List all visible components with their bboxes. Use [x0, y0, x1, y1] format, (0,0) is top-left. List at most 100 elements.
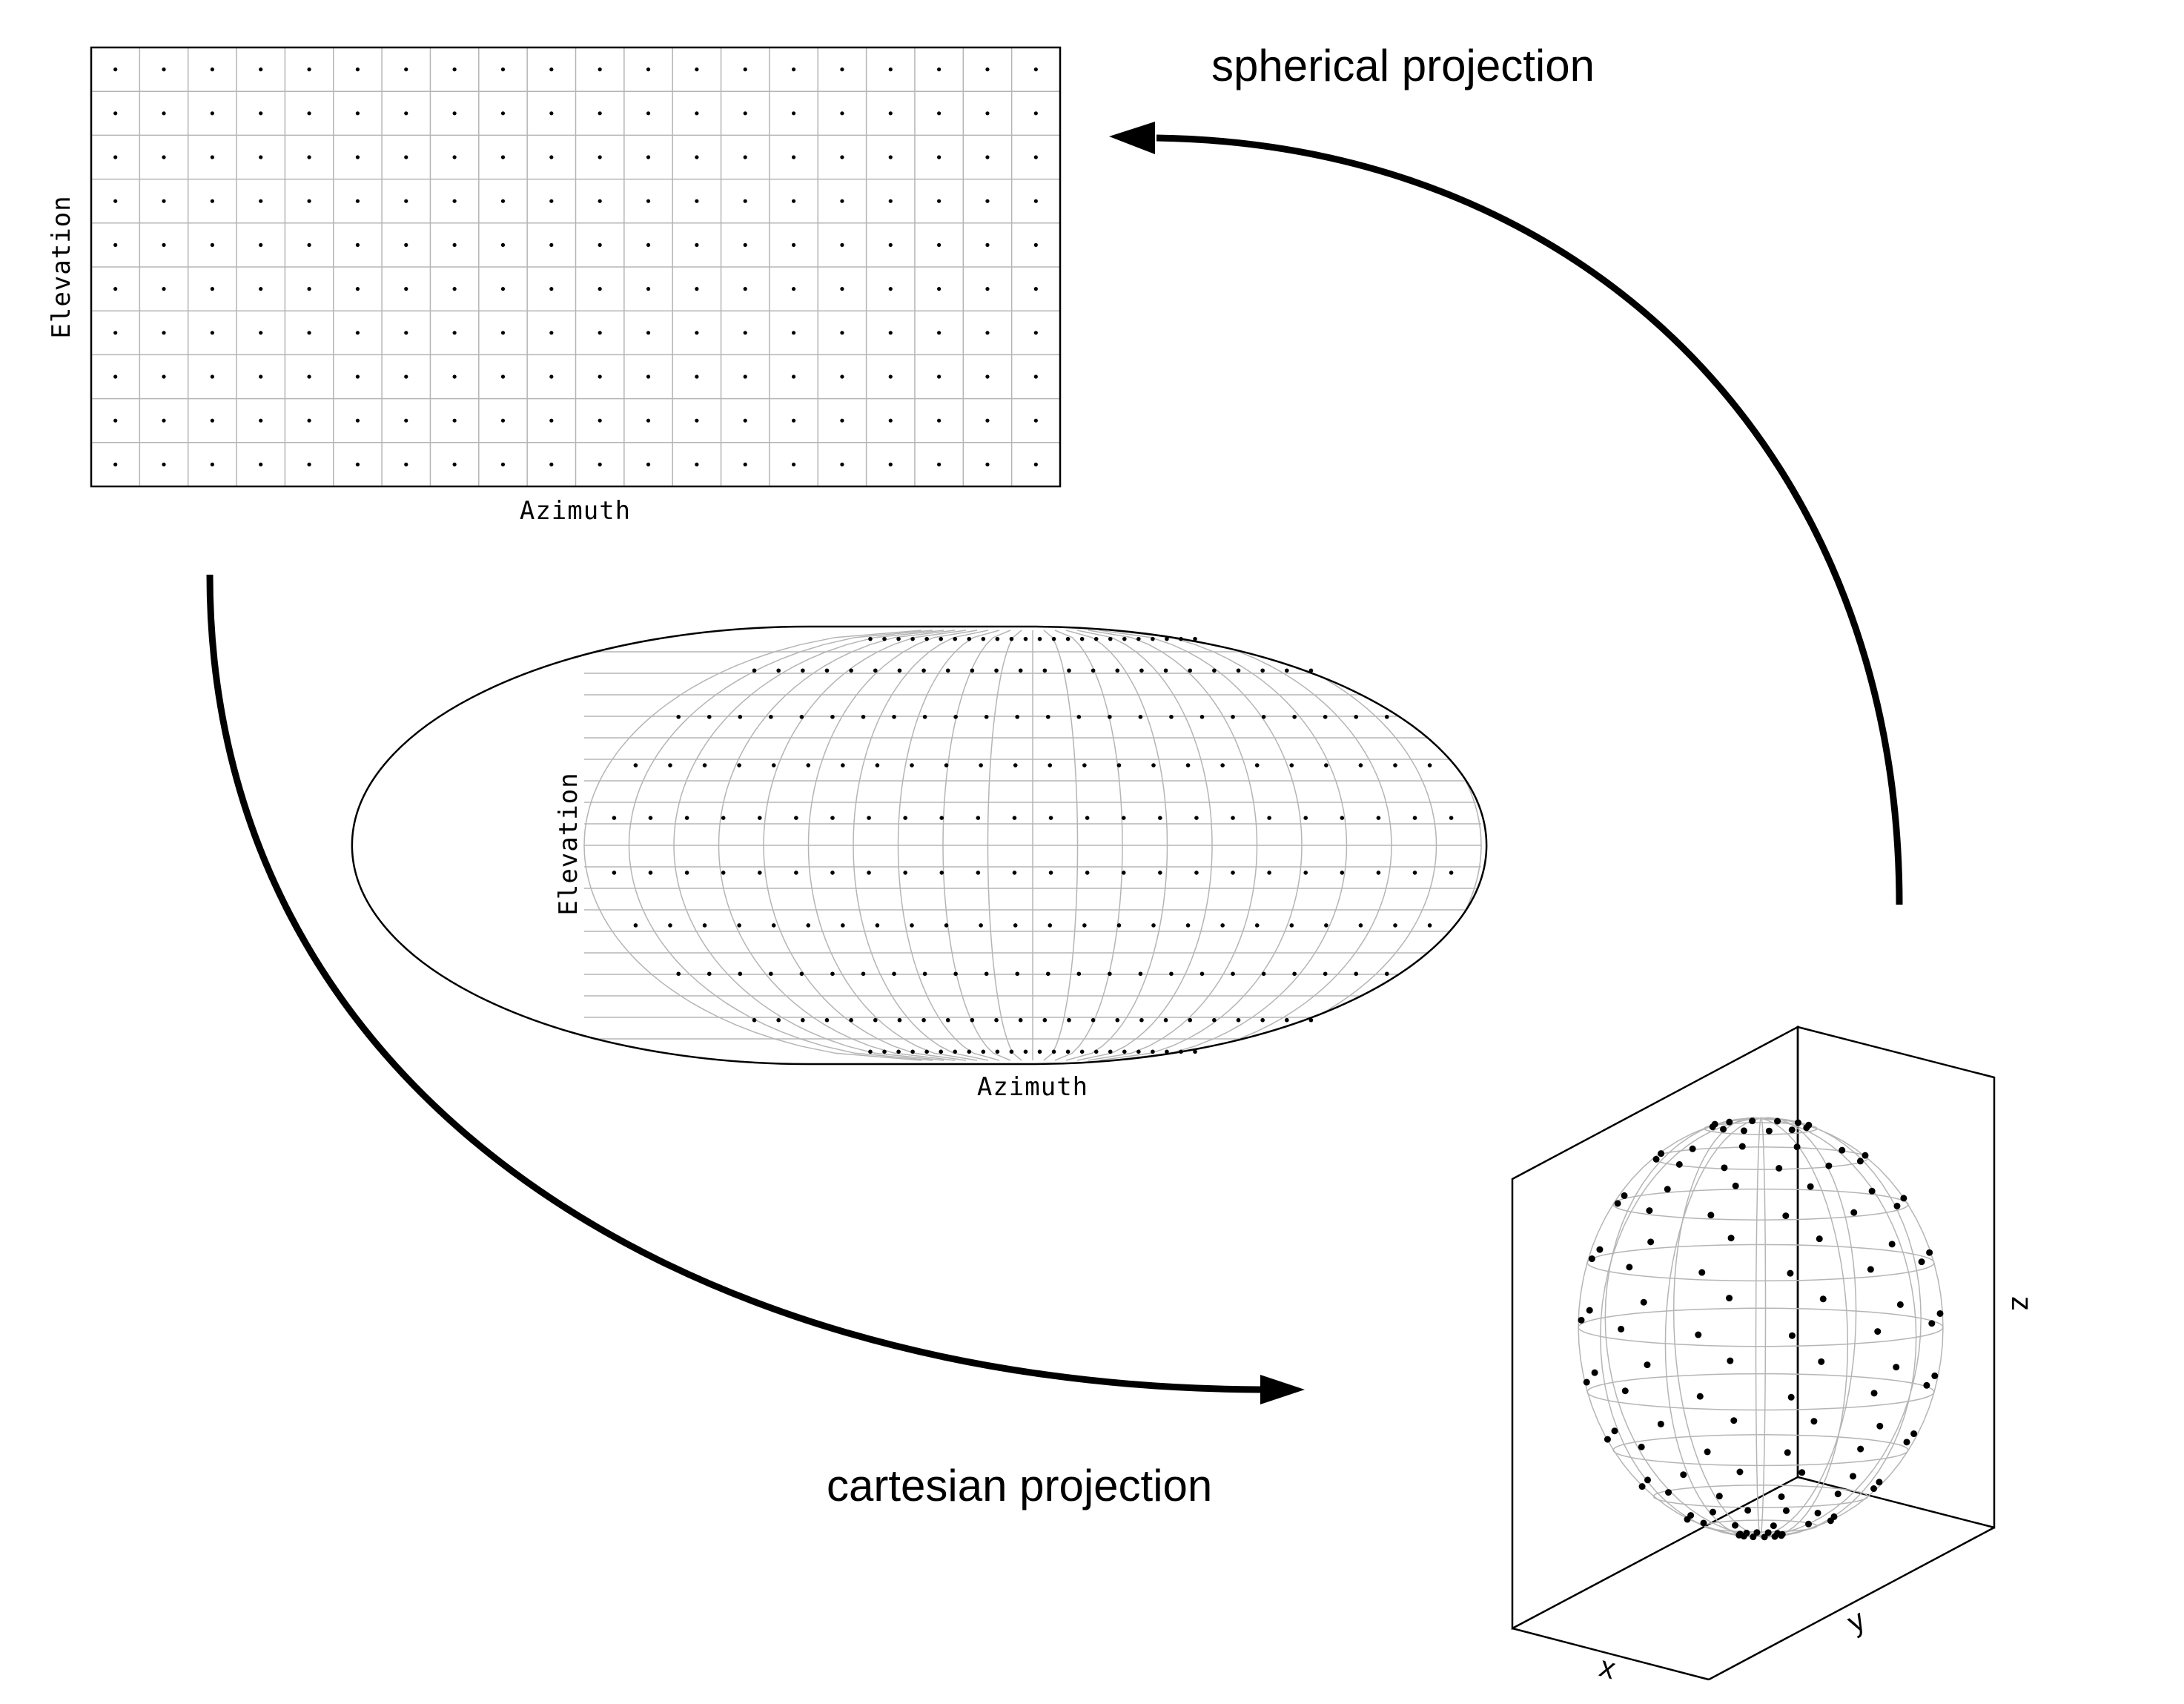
grid-point — [307, 418, 311, 423]
map-point — [1323, 714, 1328, 719]
map-point — [707, 971, 712, 977]
grid-point — [840, 111, 844, 116]
map-point — [1427, 923, 1432, 928]
sphere-point — [1834, 1490, 1841, 1498]
grid-point — [985, 242, 990, 247]
map-point — [984, 971, 989, 977]
map-point — [612, 871, 617, 875]
map-point — [757, 871, 762, 875]
grid-point — [743, 111, 747, 116]
grid-point — [355, 331, 360, 335]
map-point — [979, 923, 983, 928]
grid-point — [355, 155, 360, 159]
grid-point — [355, 199, 360, 203]
grid-point — [307, 155, 311, 159]
grid-point — [307, 242, 311, 247]
map-point — [776, 668, 781, 673]
ellipse-map-points — [612, 636, 1454, 1054]
map-point — [892, 971, 896, 977]
meridian-line — [1054, 630, 1123, 1061]
map-point — [849, 1017, 853, 1023]
map-point — [684, 816, 689, 820]
meridian-line — [1132, 630, 1437, 1061]
map-point — [984, 714, 989, 719]
sphere-point — [1591, 1369, 1598, 1376]
sphere-point — [1816, 1235, 1823, 1243]
sphere-point — [1825, 1162, 1833, 1169]
sphere-point — [1936, 1310, 1944, 1317]
map-point — [976, 871, 981, 875]
grid-point — [1033, 374, 1038, 379]
grid-point — [549, 111, 554, 116]
map-point — [806, 763, 811, 767]
grid-point — [598, 111, 602, 116]
sphere-point — [1788, 1332, 1796, 1339]
map-point — [867, 871, 871, 875]
sphere-point — [1644, 1361, 1651, 1369]
map-point — [970, 1017, 975, 1023]
grid-point — [646, 287, 651, 291]
map-point — [1165, 636, 1169, 641]
grid-point — [210, 155, 214, 159]
map-point — [1013, 763, 1018, 767]
sphere-point — [1778, 1493, 1785, 1500]
sphere-point — [1726, 1118, 1733, 1126]
map-point — [910, 636, 915, 641]
sphere-point — [1807, 1183, 1814, 1190]
map-point — [633, 923, 638, 928]
meridian-line — [628, 630, 933, 1061]
sphere-point — [1700, 1519, 1707, 1527]
map-point — [1158, 871, 1162, 875]
grid-point — [646, 418, 651, 423]
sphere-point — [1764, 1529, 1772, 1536]
map-point — [1037, 636, 1042, 641]
grid-point — [259, 331, 263, 335]
sphere-point — [1814, 1509, 1821, 1516]
grid-point — [549, 287, 554, 291]
sphere-meridian — [1664, 1117, 1761, 1538]
map-point — [1012, 871, 1017, 875]
grid-point — [259, 67, 263, 72]
map-point — [868, 1049, 873, 1054]
map-point — [1116, 923, 1122, 928]
grid-point — [113, 462, 118, 467]
grid-point — [452, 242, 457, 247]
grid-point — [452, 199, 457, 203]
grid-point — [1033, 287, 1038, 291]
map-point — [892, 714, 896, 719]
map-point — [1085, 871, 1090, 875]
map-point — [1138, 971, 1143, 977]
grid-point — [840, 242, 844, 247]
grid-point — [888, 418, 893, 423]
grid-map-points — [113, 67, 1038, 467]
meridian-line — [1099, 630, 1303, 1061]
sphere-point — [1761, 1533, 1768, 1541]
grid-point — [695, 242, 699, 247]
map-point — [1254, 923, 1260, 928]
sphere-point — [1771, 1533, 1778, 1540]
grid-point — [598, 374, 602, 379]
grid-point — [743, 155, 747, 159]
sphere-point — [1805, 1121, 1813, 1129]
map-point — [684, 871, 689, 875]
grid-point — [210, 287, 214, 291]
grid-point — [743, 418, 747, 423]
grid-point — [791, 374, 796, 379]
meridian-line — [942, 630, 1011, 1061]
grid-point — [888, 374, 893, 379]
sphere-point — [1857, 1445, 1864, 1453]
map-point — [1199, 971, 1205, 977]
sphere-point — [1794, 1119, 1801, 1126]
grid-point — [840, 374, 844, 379]
grid-point — [259, 287, 263, 291]
grid-point — [937, 155, 942, 159]
map-point — [830, 971, 835, 977]
grid-map-xlabel: Azimuth — [520, 496, 631, 526]
sphere-point — [1626, 1264, 1633, 1271]
map-point — [1018, 1017, 1023, 1023]
grid-point — [404, 111, 408, 116]
meridian-line — [1065, 630, 1168, 1061]
map-point — [944, 763, 949, 767]
meridian-line — [1121, 630, 1392, 1061]
map-point — [994, 1017, 999, 1023]
